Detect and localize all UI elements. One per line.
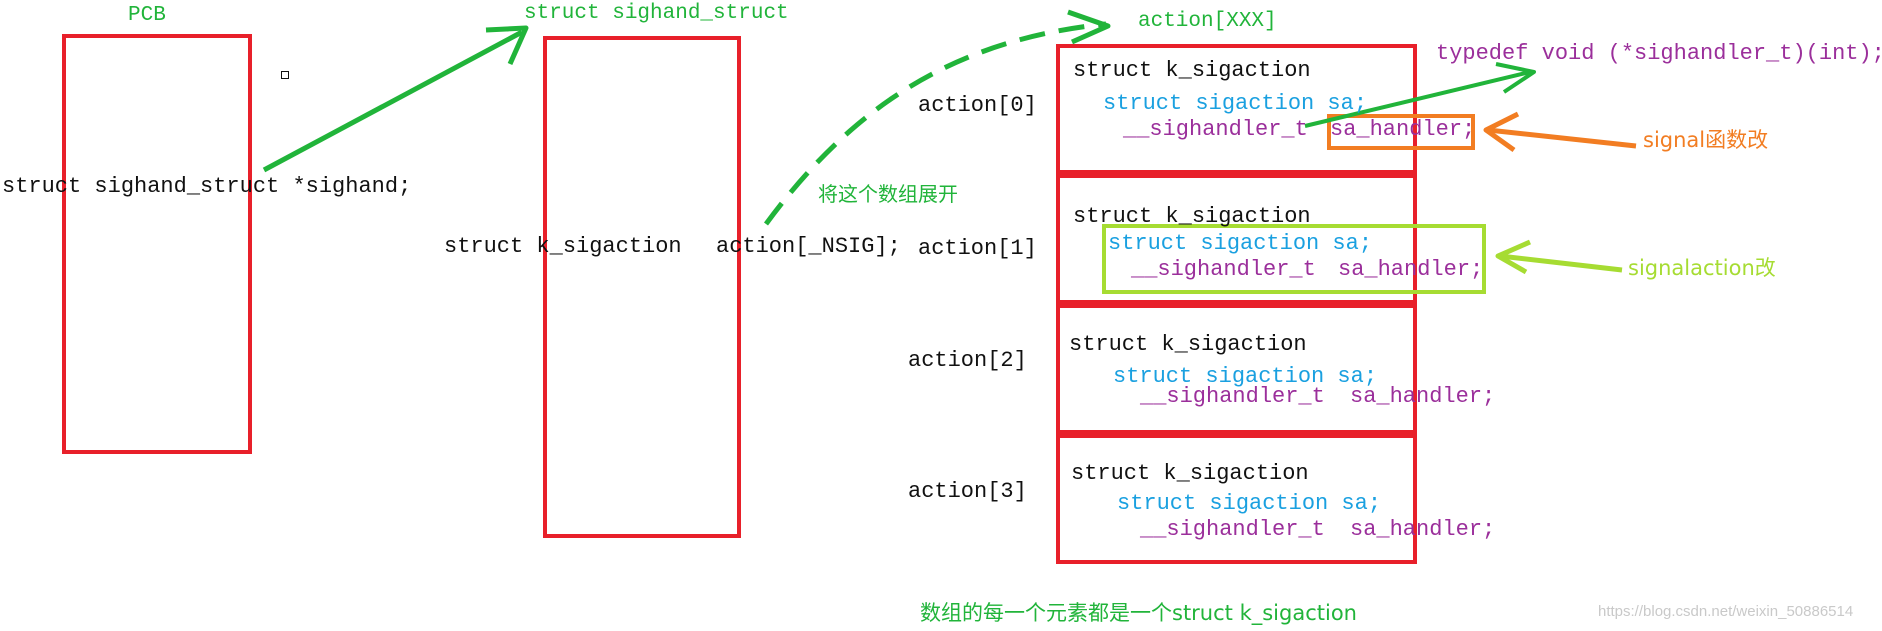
action-0-member-handler-type: __sighandler_t	[1123, 117, 1308, 142]
arrowhead-typedef	[1495, 62, 1536, 94]
action-1-member-handler-type: __sighandler_t	[1131, 257, 1316, 282]
action-3-type: struct k_sigaction	[1071, 461, 1309, 486]
sa-handler-highlight	[1327, 114, 1475, 150]
action-3-member-handler-type: __sighandler_t	[1140, 517, 1325, 542]
footer-note: 数组的每一个元素都是一个struct k_sigaction	[920, 601, 1357, 625]
arrowhead-signal-note	[1483, 111, 1520, 153]
action-3-member-handler-name: sa_handler;	[1350, 517, 1496, 542]
action-3-member-sa: struct sigaction sa;	[1117, 491, 1382, 516]
action-0-member-handler-name: sa_handler;	[1330, 117, 1476, 142]
arrow-sighand-pointer	[262, 29, 524, 173]
action-box-2	[1056, 304, 1417, 434]
action-index-label-2: action[2]	[908, 348, 1027, 373]
action-index-label-0: action[0]	[918, 93, 1037, 118]
action-box-1	[1056, 174, 1417, 304]
arrowhead-sighand-pointer	[485, 25, 529, 66]
action-0-member-sa: struct sigaction sa;	[1103, 91, 1368, 116]
action-2-member-handler-type: __sighandler_t	[1140, 384, 1325, 409]
sigaction-note: signalaction改	[1628, 256, 1776, 280]
arrow-signal-note	[1487, 127, 1637, 149]
pcb-box	[62, 34, 252, 454]
sighand-struct-title: struct sighand_struct	[524, 2, 789, 25]
action-index-label-1: action[1]	[918, 236, 1037, 261]
action-box-3	[1056, 434, 1417, 564]
typedef-annotation: typedef void (*sighandler_t)(int);	[1436, 41, 1882, 66]
action-array-decl-type: struct k_sigaction	[444, 234, 682, 259]
sa-block-highlight	[1102, 224, 1486, 294]
action-2-type: struct k_sigaction	[1069, 332, 1307, 357]
action-2-member-sa: struct sigaction sa;	[1113, 364, 1378, 389]
pcb-label: PCB	[128, 4, 166, 27]
action-2-member-handler-name: sa_handler;	[1350, 384, 1496, 409]
arrowhead-expand	[1067, 9, 1111, 45]
sighand-pointer-decl: struct sighand_struct *sighand;	[2, 174, 412, 199]
action-1-type: struct k_sigaction	[1073, 204, 1311, 229]
action-xxx-label: action[XXX]	[1138, 10, 1277, 33]
action-box-0	[1056, 44, 1417, 174]
watermark: https://blog.csdn.net/weixin_50886514	[1598, 603, 1854, 620]
arrow-typedef	[1304, 70, 1531, 128]
sighand-struct-box	[543, 36, 741, 538]
action-1-member-sa: struct sigaction sa;	[1108, 231, 1373, 256]
action-1-member-handler-name: sa_handler;	[1338, 257, 1484, 282]
action-0-type: struct k_sigaction	[1073, 58, 1311, 83]
arrowhead-sigaction-note	[1495, 239, 1532, 275]
arrow-sigaction-note	[1499, 253, 1623, 273]
action-array-decl-name: action[_NSIG];	[716, 234, 901, 259]
signal-function-note: signal函数改	[1643, 128, 1769, 152]
arrow-expand-dashed	[763, 21, 1107, 226]
small-square-mark	[281, 71, 289, 79]
expand-note: 将这个数组展开	[818, 182, 958, 206]
action-index-label-3: action[3]	[908, 479, 1027, 504]
